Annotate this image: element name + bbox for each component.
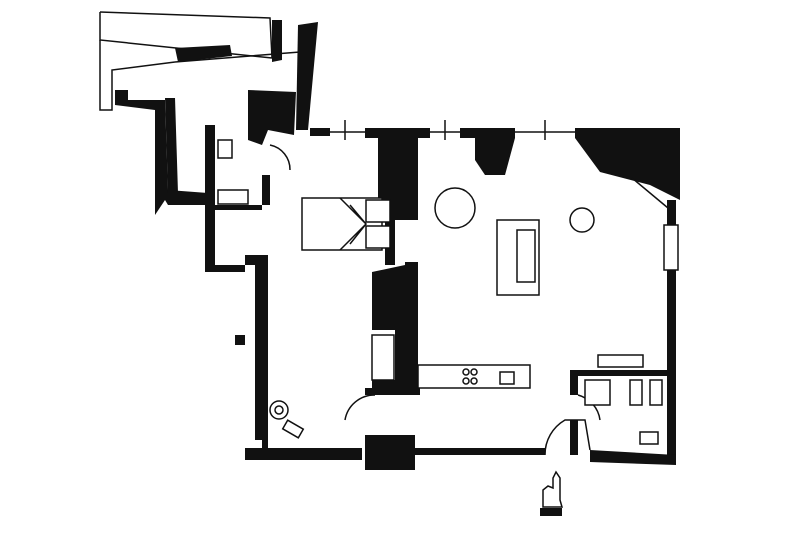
entrance-hand-pointer-icon [540, 470, 563, 516]
sink-icon [639, 431, 659, 445]
toilet-icon [217, 139, 233, 159]
windows [330, 120, 679, 271]
bathroom-fixtures [217, 139, 663, 445]
shower-icon [217, 189, 249, 205]
dining-table-icon [434, 187, 476, 229]
sofa-icon [496, 219, 540, 296]
sink-icon [499, 371, 515, 385]
washer-icon [269, 400, 305, 439]
stove-icon [462, 368, 470, 376]
toilet-icon [649, 379, 663, 406]
shower-icon [584, 379, 611, 406]
doors [269, 144, 669, 456]
round-table-icon [569, 207, 595, 233]
bed-icon [301, 197, 391, 251]
bidet-icon [629, 379, 643, 406]
kitchen-counter [371, 334, 531, 389]
